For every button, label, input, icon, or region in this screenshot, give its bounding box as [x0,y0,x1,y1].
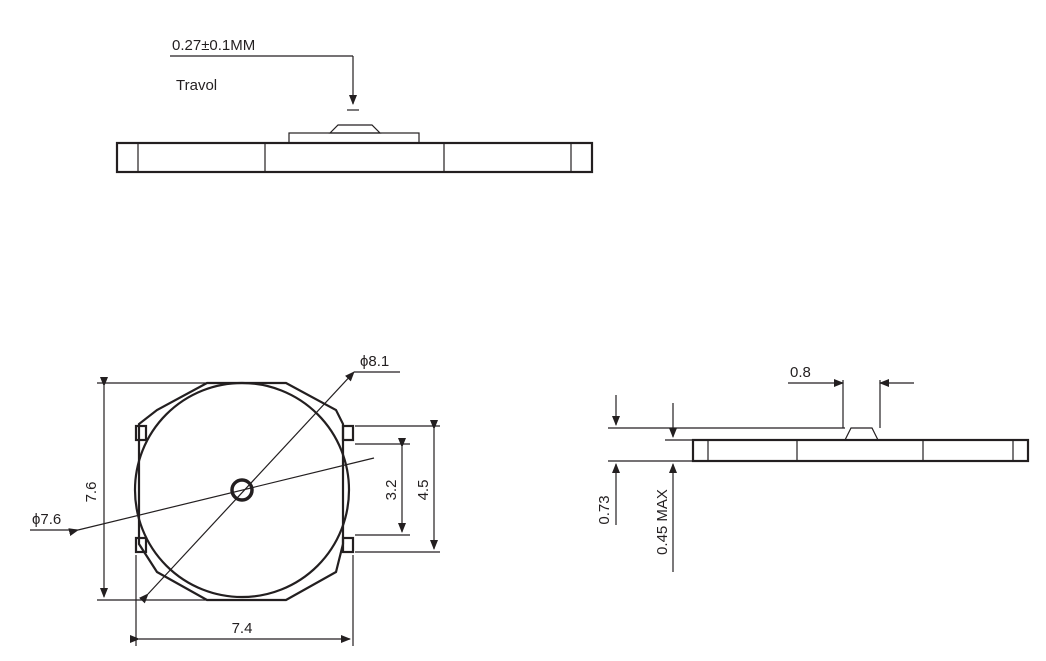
body-height-label: 0.45 MAX [654,489,671,555]
actuator-top [328,124,382,134]
pad-top-right [341,424,355,442]
inner-diameter-label: ϕ7.6 [32,511,61,528]
width-label: 7.4 [232,620,253,637]
pad-inner-spacing-label: 3.2 [383,480,400,501]
right-side-view: 0.8 0.73 0.45 MAX [596,364,1030,572]
outer-diameter-label: ϕ8.1 [360,353,389,370]
pad-top-left [134,424,148,442]
height-label: 7.6 [83,482,100,503]
pad-bottom-right [341,536,355,554]
travel-label: Travol [176,77,217,94]
pad-outer-spacing-label: 4.5 [415,480,432,501]
switch-body-outline [115,141,594,174]
top-side-view: 0.27±0.1MM Travol [115,37,594,174]
front-view: ϕ8.1 ϕ7.6 7.6 7.4 3.2 4.5 [30,353,440,646]
travel-dimension-label: 0.27±0.1MM [172,37,255,54]
side-body-outline [691,438,1030,463]
pad-bottom-left [134,536,148,554]
total-height-label: 0.73 [596,495,613,524]
side-actuator [844,427,879,441]
actuator-width-label: 0.8 [790,364,811,381]
cover-plate [288,132,420,144]
